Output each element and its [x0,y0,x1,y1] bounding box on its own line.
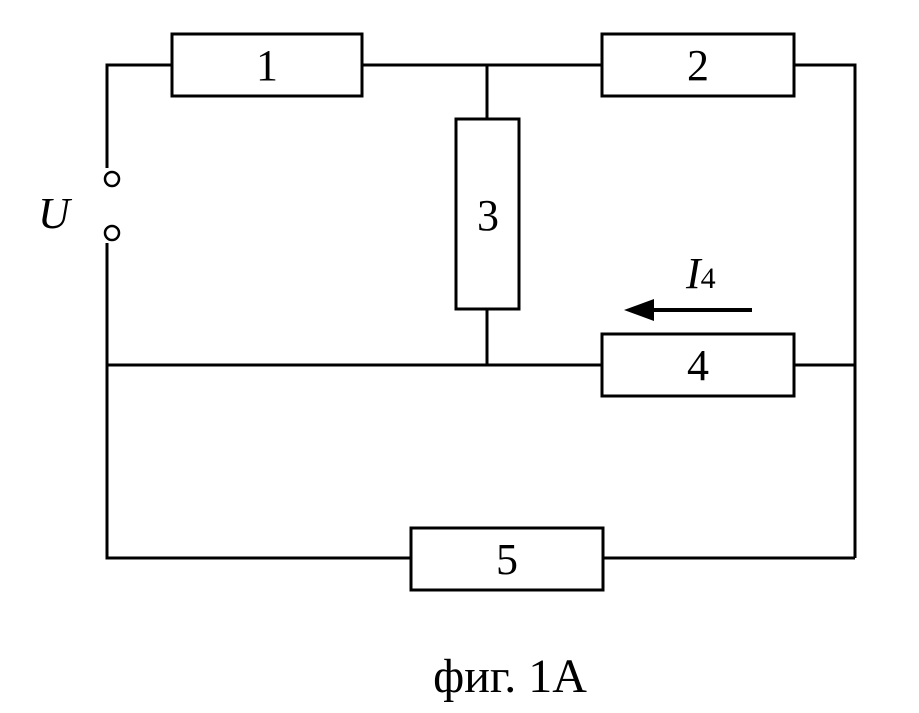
current-arrow-icon [624,299,752,321]
resistor-2-label: 2 [687,41,709,90]
terminal-bottom-icon [103,224,121,242]
resistor-1: 1 [170,32,364,98]
wire-top-left [105,63,172,168]
current-label: I4 [685,249,716,298]
resistor-5: 5 [409,526,605,592]
wire-left-rail [105,243,411,560]
wires [105,63,857,560]
source-voltage-label: U [38,189,73,238]
resistor-4-label: 4 [687,341,709,390]
resistor-3: 3 [454,117,521,311]
resistor-3-label: 3 [477,191,499,240]
figure-caption: фиг. 1А [433,650,587,703]
resistor-5-label: 5 [496,535,518,584]
resistor-1-label: 1 [256,41,278,90]
resistor-2: 2 [600,32,796,98]
current-label-symbol: I [685,249,703,298]
resistor-4: 4 [600,332,796,398]
terminal-top-icon [103,170,121,188]
wire-right-rail [794,63,857,558]
current-label-subscript: 4 [701,262,716,295]
